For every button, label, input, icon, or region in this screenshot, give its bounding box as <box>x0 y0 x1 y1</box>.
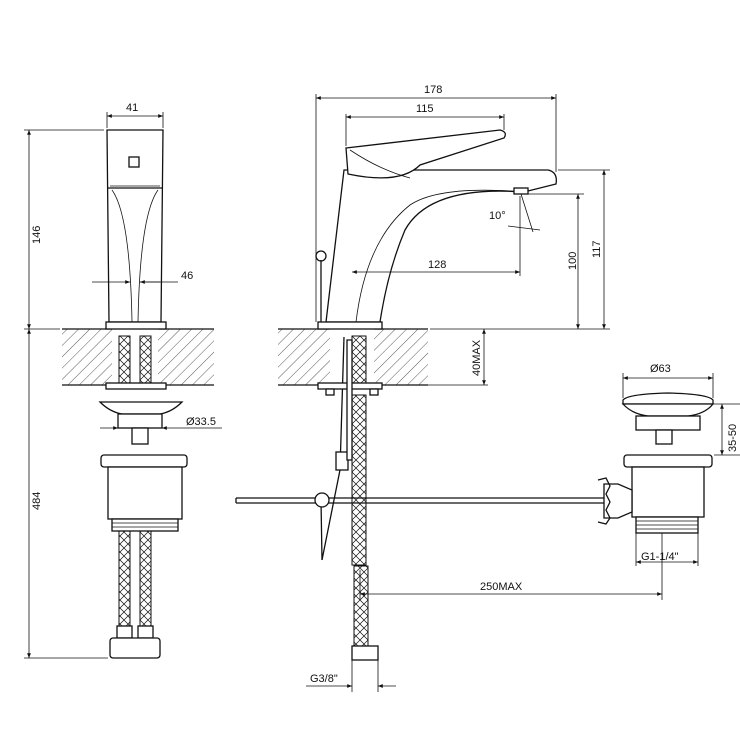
dim-117: 117 <box>558 169 610 329</box>
front-tap-body <box>105 129 167 330</box>
dim-40max: 40MAX <box>428 329 488 386</box>
dim-10-deg: 10° <box>489 193 541 233</box>
side-hoses <box>317 335 383 661</box>
side-pull-rod <box>320 260 349 561</box>
dim-35-50: 35-50 <box>714 403 740 456</box>
dim-484: 484 <box>24 329 108 659</box>
front-view: 41 146 484 46 Ø33.5 <box>24 102 222 659</box>
side-control-rod <box>235 492 605 508</box>
dim-146-label: 146 <box>31 226 43 244</box>
dim-41-label: 41 <box>126 102 138 114</box>
dim-484-label: 484 <box>31 492 43 510</box>
dim-g3-8: G3/8" <box>306 660 396 692</box>
waste-valve <box>597 392 715 534</box>
waste-detail: Ø63 35-50 G1-1/4" <box>597 363 740 566</box>
dim-115-label: 115 <box>416 103 434 115</box>
countertop-left <box>62 328 214 386</box>
dim-g1-1-4: G1-1/4" <box>635 533 699 566</box>
front-hoses <box>105 335 167 659</box>
dim-100-label: 100 <box>567 252 579 270</box>
dim-146: 146 <box>24 129 104 330</box>
dim-178: 178 <box>315 84 557 322</box>
dim-40max-label: 40MAX <box>471 339 483 376</box>
dim-35-50-label: 35-50 <box>727 424 739 452</box>
dim-250max-label: 250MAX <box>480 581 523 593</box>
dim-g1-1-4-label: G1-1/4" <box>641 551 679 563</box>
dim-117-label: 117 <box>591 240 603 258</box>
dim-250max: 250MAX <box>359 532 663 600</box>
dim-128: 128 <box>352 196 521 276</box>
dim-46-label: 46 <box>181 270 193 282</box>
dim-33-5-label: Ø33.5 <box>186 416 216 428</box>
dim-g3-8-label: G3/8" <box>310 673 338 685</box>
dim-63-label: Ø63 <box>650 363 671 375</box>
dim-41: 41 <box>106 102 164 128</box>
dim-115: 115 <box>345 103 505 146</box>
dim-10-deg-label: 10° <box>489 210 506 222</box>
dim-100: 100 <box>430 193 610 330</box>
dim-63: Ø63 <box>622 363 714 398</box>
side-tap-body <box>315 129 557 330</box>
dim-128-label: 128 <box>428 259 446 271</box>
dim-178-label: 178 <box>424 84 442 96</box>
front-waste <box>98 401 188 532</box>
side-view: 178 115 128 10° 100 <box>235 84 663 692</box>
dim-46: 46 <box>92 270 193 284</box>
dim-33-5: Ø33.5 <box>100 416 222 430</box>
